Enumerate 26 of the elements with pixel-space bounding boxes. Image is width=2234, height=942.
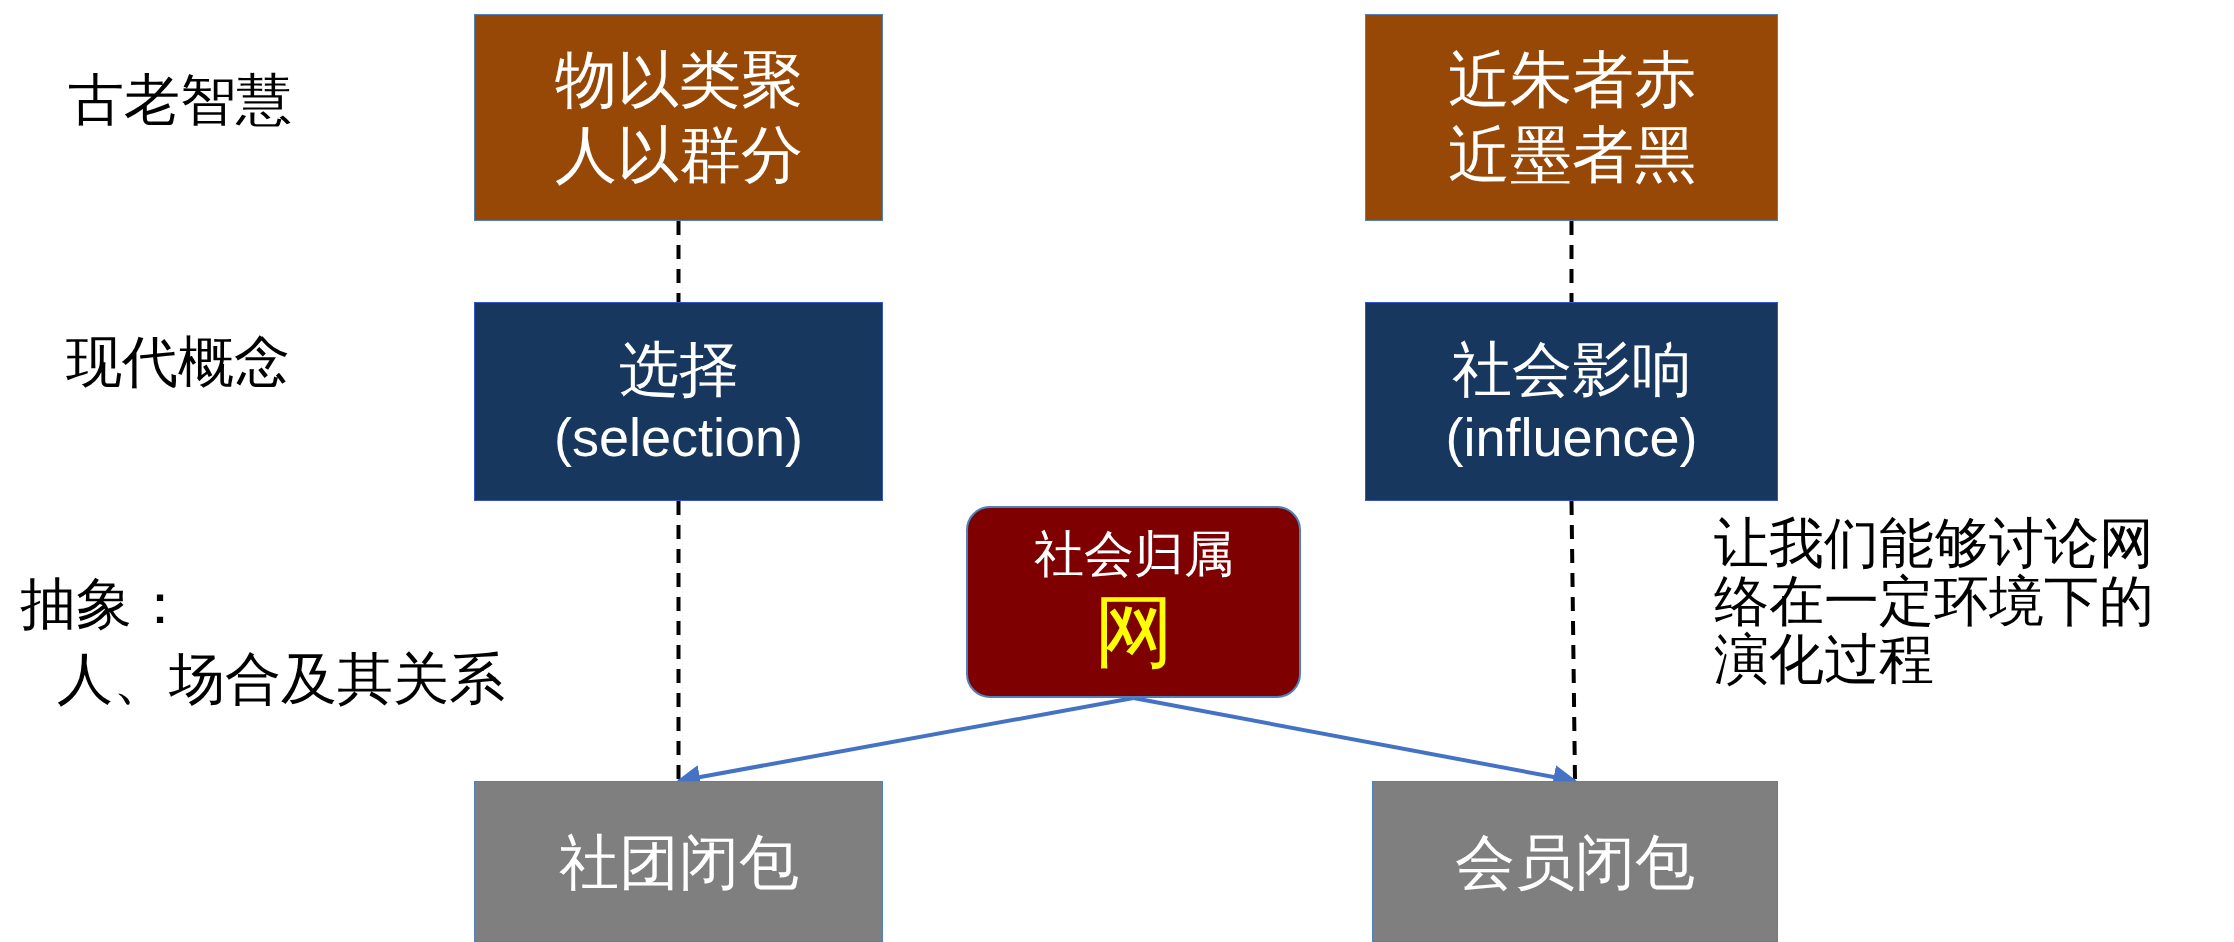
row-label: 抽象：	[20, 570, 189, 638]
process-box	[474, 302, 883, 501]
box-label: 社会影响	[1451, 333, 1692, 406]
dashed-line	[1569, 500, 1577, 782]
row-label: 人、场合及其关系	[57, 645, 506, 713]
box-label: 选择	[618, 333, 739, 406]
process-box	[474, 14, 883, 221]
dashed-line	[676, 221, 681, 302]
row-label: 古老智慧	[68, 66, 293, 134]
box-label: 社团闭包	[558, 825, 799, 898]
process-box	[1365, 14, 1778, 221]
box-label: 物以类聚人以群分	[553, 43, 804, 192]
process-box	[474, 781, 883, 942]
row-label: 现代概念	[66, 328, 291, 396]
process-box	[1372, 781, 1778, 942]
box-sublabel: (selection)	[553, 406, 804, 470]
box-label: 社会归属	[1033, 524, 1234, 584]
box-label: 会员闭包	[1455, 825, 1695, 898]
dashed-line	[1569, 221, 1574, 302]
dashed-line	[676, 501, 681, 781]
note-text: 让我们能够讨论网络在一定环境下的演化过程	[1714, 515, 2155, 689]
process-box	[1365, 302, 1778, 501]
rounded-box	[966, 506, 1301, 698]
box-label: 近朱者赤近墨者黑	[1446, 43, 1697, 192]
box-sublabel: 网	[1093, 584, 1174, 680]
box-sublabel: (influence)	[1445, 406, 1698, 470]
